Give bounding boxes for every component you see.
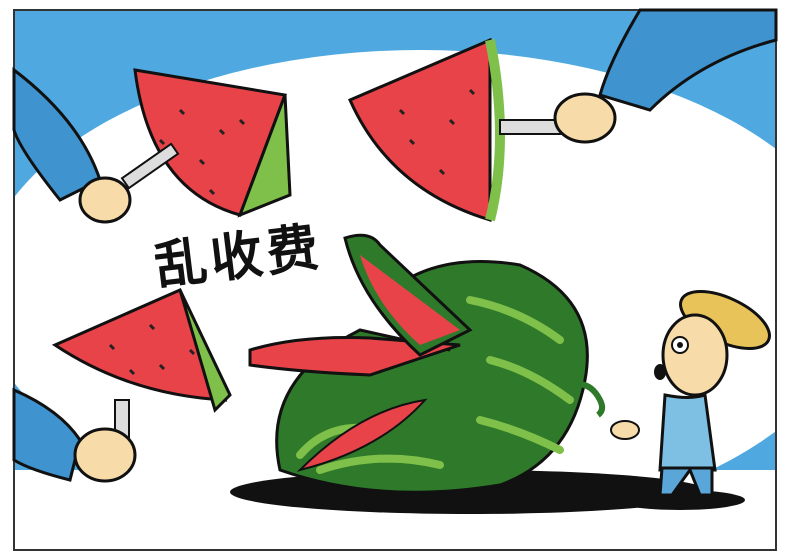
frame [13, 9, 777, 551]
farmer [610, 290, 771, 497]
knife-hand-2 [499, 8, 778, 144]
watermelon-slice-3 [51, 288, 232, 413]
knife-hand-1 [12, 66, 180, 224]
knife-hand-3 [12, 387, 137, 483]
watermelon-slice-1 [133, 68, 292, 218]
farmer-shadow [615, 490, 745, 510]
whole-watermelon [248, 233, 606, 494]
